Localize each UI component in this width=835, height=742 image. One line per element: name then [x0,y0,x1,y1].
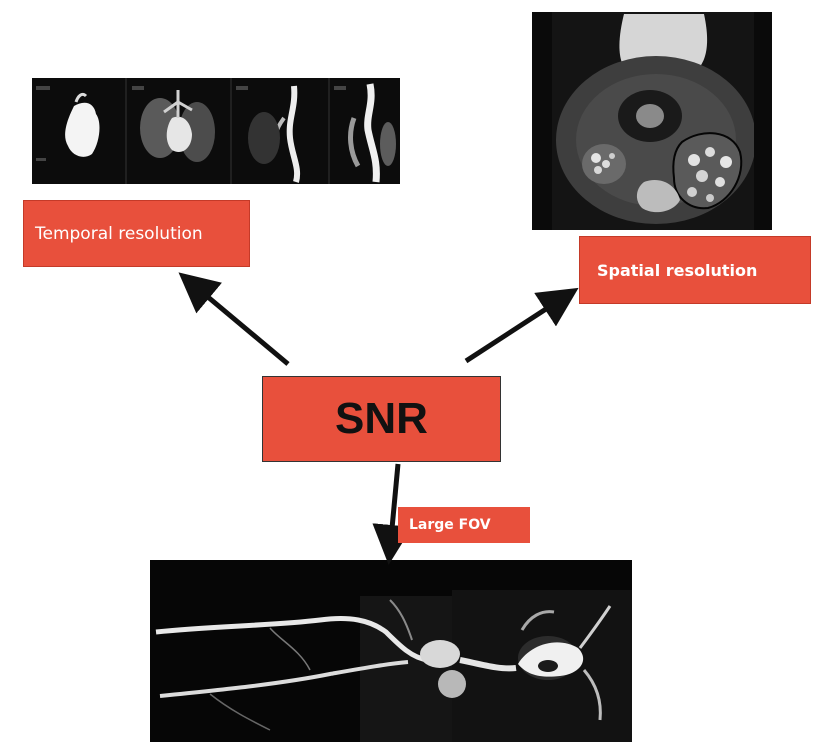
large-fov-box: Large FOV [398,507,530,543]
snr-box: SNR [262,376,501,462]
spatial-resolution-box: Spatial resolution [579,236,811,304]
arrow-to-spatial [466,296,566,361]
temporal-resolution-box: Temporal resolution [23,200,250,267]
snr-label: SNR [335,394,428,444]
arrow-to-fov [390,464,398,550]
spatial-resolution-label: Spatial resolution [597,261,757,280]
arrow-to-temporal [190,282,288,364]
large-fov-label: Large FOV [409,517,491,533]
temporal-resolution-label: Temporal resolution [35,224,203,244]
